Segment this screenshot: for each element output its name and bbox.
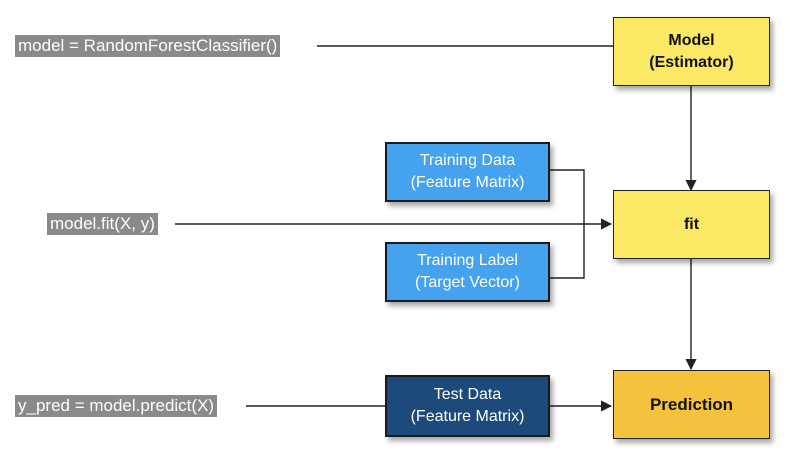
prediction-box-label: Prediction xyxy=(649,394,734,414)
code-fit-call: model.fit(X, y) xyxy=(47,213,158,235)
prediction-box: Prediction xyxy=(613,370,770,439)
code-predict-call: y_pred = model.predict(X) xyxy=(15,395,218,417)
bracket-training-inputs xyxy=(550,169,585,279)
training-label-title: Training Label xyxy=(417,252,518,269)
model-estimator-box: Model (Estimator) xyxy=(613,17,770,86)
training-data-title: Training Data xyxy=(419,152,516,169)
training-data-subtitle: (Feature Matrix) xyxy=(410,174,525,191)
code-model-init: model = RandomForestClassifier() xyxy=(15,35,281,57)
model-box-title: Model xyxy=(668,31,715,49)
model-box-subtitle: (Estimator) xyxy=(649,53,734,71)
fit-box: fit xyxy=(613,190,770,259)
test-data-subtitle: (Feature Matrix) xyxy=(410,408,525,425)
training-label-box: Training Label (Target Vector) xyxy=(385,242,550,302)
training-data-box: Training Data (Feature Matrix) xyxy=(385,142,550,202)
test-data-box: Test Data (Feature Matrix) xyxy=(385,375,550,437)
test-data-title: Test Data xyxy=(433,386,502,403)
training-label-subtitle: (Target Vector) xyxy=(415,274,520,291)
fit-box-label: fit xyxy=(683,215,700,233)
